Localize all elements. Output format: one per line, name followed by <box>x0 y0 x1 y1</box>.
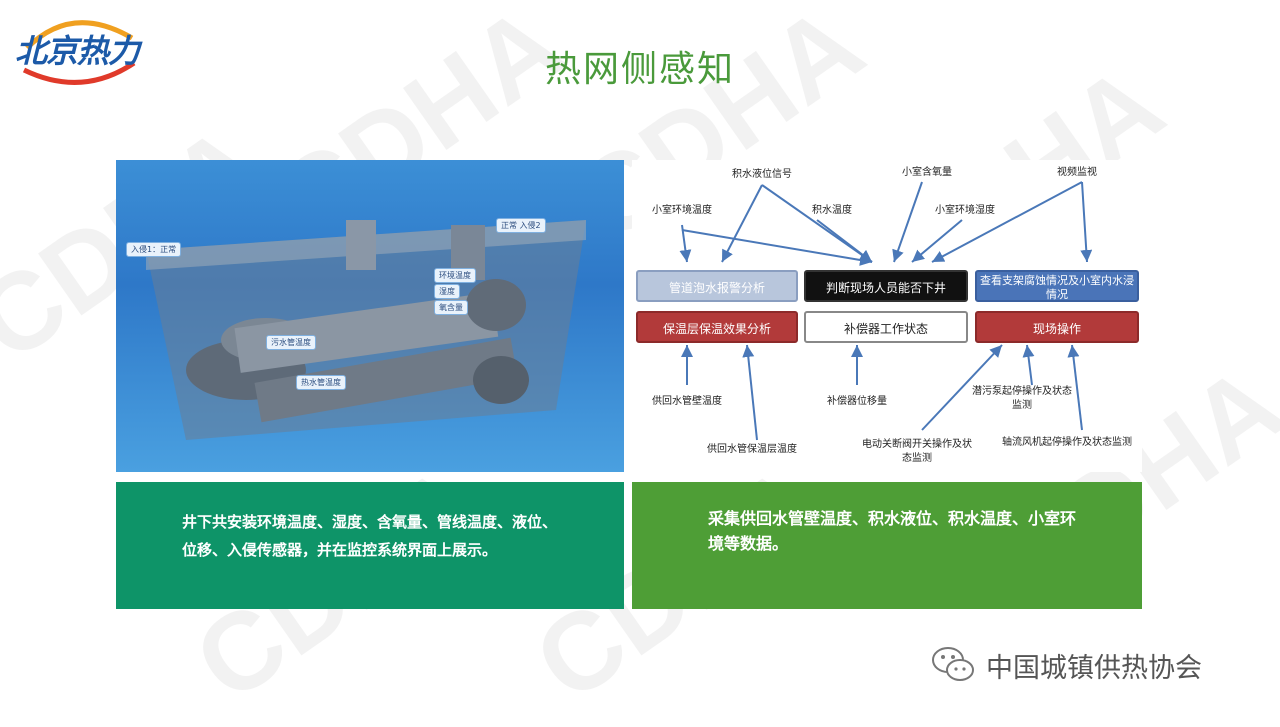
box-pipe-leak-analysis: 管道泡水报警分析 <box>636 270 798 302</box>
oxygen-tag: 氧含量 <box>434 300 468 315</box>
box-support-corrosion: 查看支架腐蚀情况及小室内水浸情况 <box>975 270 1139 302</box>
label-pipe-wall-temp: 供回水管壁温度 <box>652 396 722 407</box>
box-onsite-operation: 现场操作 <box>975 311 1139 343</box>
pipe-chamber-illustration <box>146 220 586 440</box>
sensing-diagram: 积水液位信号 小室环境温度 积水温度 小室含氧量 小室环境湿度 视频监视 管道泡… <box>632 160 1142 472</box>
box-compensator-status: 补偿器工作状态 <box>804 311 968 343</box>
humidity-tag: 湿度 <box>434 284 460 299</box>
diagram-arrows <box>679 181 1093 441</box>
label-room-env-temp: 小室环境温度 <box>652 205 712 216</box>
wechat-icon <box>932 647 974 681</box>
label-video-monitoring: 视频监视 <box>1057 167 1097 178</box>
box-personnel-entry: 判断现场人员能否下井 <box>804 270 968 302</box>
footer-brand: 中国城镇供热协会 <box>928 640 1248 688</box>
panel-left-description: 井下共安装环境温度、湿度、含氧量、管线温度、液位、位移、入侵传感器，并在监控系统… <box>116 482 624 609</box>
label-water-level-signal: 积水液位信号 <box>732 169 792 180</box>
box-insulation-analysis: 保温层保温效果分析 <box>636 311 798 343</box>
logo-text: 北京热力 <box>14 32 140 70</box>
label-fan-ops: 轴流风机起停操作及状态监测 <box>1002 437 1132 448</box>
intrusion-sensor-1-tag: 入侵1：正常 <box>126 242 182 257</box>
sewage-pipe-temp-tag: 污水管温度 <box>266 335 316 350</box>
intrusion-sensor-2-tag: 正常 入侵2 <box>496 218 546 233</box>
env-temp-tag: 环境温度 <box>434 268 476 283</box>
label-water-temp: 积水温度 <box>812 205 852 216</box>
label-pipe-insulation-temp: 供回水管保温层温度 <box>707 444 797 455</box>
panel-left-text: 井下共安装环境温度、湿度、含氧量、管线温度、液位、位移、入侵传感器，并在监控系统… <box>182 513 558 559</box>
label-room-env-humidity: 小室环境湿度 <box>935 205 995 216</box>
panel-right-description: 采集供回水管壁温度、积水液位、积水温度、小室环境等数据。 <box>632 482 1142 609</box>
logo-swoosh-icon <box>22 20 136 85</box>
label-compensator-displacement: 补偿器位移量 <box>827 396 887 407</box>
footer-text: 中国城镇供热协会 <box>986 653 1202 684</box>
label-valve-ops: 电动关断阀开关操作及状态监测 <box>862 439 972 464</box>
hot-pipe-temp-tag: 热水管温度 <box>296 375 346 390</box>
label-room-oxygen: 小室含氧量 <box>902 167 952 178</box>
logo: 北京热力 <box>12 8 142 90</box>
page-title: 热网侧感知 <box>544 49 735 90</box>
panel-right-text: 采集供回水管壁温度、积水液位、积水温度、小室环境等数据。 <box>708 509 1077 553</box>
monitoring-scene-image: 入侵1：正常 正常 入侵2 环境温度 湿度 氧含量 污水管温度 热水管温度 <box>116 160 624 472</box>
label-sump-pump-ops: 潜污泵起停操作及状态监测 <box>972 386 1072 411</box>
